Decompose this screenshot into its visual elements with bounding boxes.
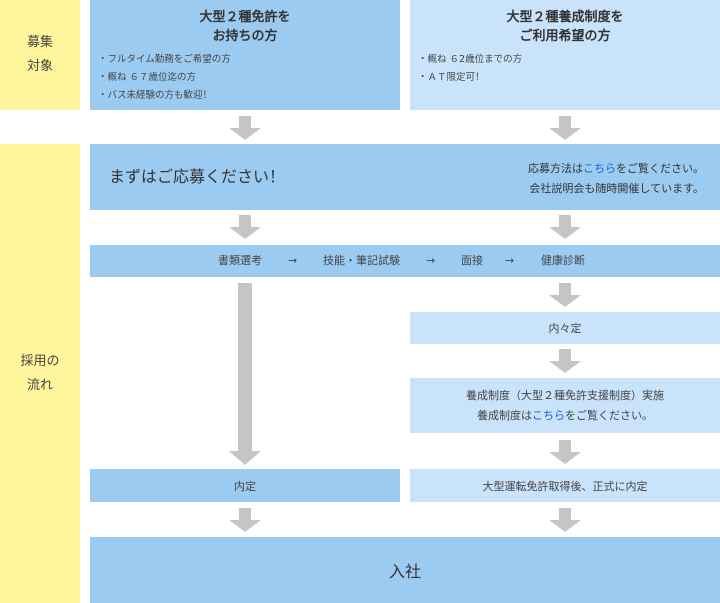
step-separator-arrow: → bbox=[288, 254, 298, 267]
official-offer-box: 大型運転免許取得後、正式に内定 bbox=[410, 469, 720, 502]
step-health-check: 健康診断 bbox=[541, 254, 585, 267]
training-line1: 養成制度（大型２種免許支援制度）実施 bbox=[466, 388, 664, 402]
down-arrow-icon bbox=[549, 349, 581, 373]
step-separator-arrow: → bbox=[505, 254, 515, 267]
list-item: ・バス未経験の方も歓迎！ bbox=[98, 90, 213, 101]
list-item: ・フルタイム勤務をご希望の方 bbox=[98, 54, 231, 65]
target-left-bullets: ・フルタイム勤務をご希望の方 ・概ね ６７歳位迄の方 ・バス未経験の方も歓迎！ bbox=[98, 51, 392, 105]
down-arrow-icon bbox=[549, 116, 581, 140]
apply-method: 応募方法はこちらをご覧ください。 会社説明会も随時開催しています。 bbox=[528, 162, 704, 195]
step-skill-written-test: 技能・筆記試験 bbox=[323, 254, 400, 267]
step-interview: 面接 bbox=[461, 254, 483, 267]
down-arrow-icon bbox=[549, 440, 581, 464]
long-down-arrow-icon bbox=[229, 283, 261, 465]
join-company-box: 入社 bbox=[90, 537, 720, 603]
down-arrow-icon bbox=[229, 116, 261, 140]
hiring-flow-label: 採用の流れ bbox=[0, 144, 80, 603]
target-license-holders: 大型２種免許をお持ちの方 ・フルタイム勤務をご希望の方 ・概ね ６７歳位迄の方 … bbox=[90, 0, 400, 110]
target-left-title: 大型２種免許をお持ちの方 bbox=[199, 10, 291, 44]
target-training-users: 大型２種養成制度をご利用希望の方 ・概ね ６2歳位までの方 ・ＡＴ限定可！ bbox=[410, 0, 720, 110]
apply-heading: まずはご応募ください！ bbox=[109, 167, 286, 186]
down-arrow-icon bbox=[549, 508, 581, 532]
down-arrow-icon bbox=[549, 283, 581, 307]
tentative-offer-box: 内々定 bbox=[410, 312, 720, 344]
apply-briefing: 会社説明会も随時開催しています。 bbox=[529, 182, 704, 195]
training-program-box: 養成制度（大型２種免許支援制度）実施 養成制度はこちらをご覧ください。 bbox=[410, 378, 720, 433]
list-item: ・概ね ６７歳位迄の方 bbox=[98, 72, 197, 83]
down-arrow-icon bbox=[229, 215, 261, 239]
apply-method-link[interactable]: こちら bbox=[583, 162, 616, 175]
training-link[interactable]: こちら bbox=[532, 408, 565, 422]
list-item: ・ＡＴ限定可！ bbox=[418, 72, 485, 83]
target-right-bullets: ・概ね ６2歳位までの方 ・ＡＴ限定可！ bbox=[418, 51, 712, 87]
recruit-target-label: 募集対象 bbox=[0, 0, 80, 110]
step-document-screening: 書類選考 bbox=[218, 254, 262, 267]
offer-box: 内定 bbox=[90, 469, 400, 502]
apply-box: まずはご応募ください！ 応募方法はこちらをご覧ください。 会社説明会も随時開催し… bbox=[90, 144, 720, 210]
down-arrow-icon bbox=[549, 215, 581, 239]
target-right-title: 大型２種養成制度をご利用希望の方 bbox=[506, 10, 624, 44]
down-arrow-icon bbox=[229, 508, 261, 532]
selection-steps-bar: 書類選考 → 技能・筆記試験 → 面接 → 健康診断 bbox=[90, 245, 720, 277]
step-separator-arrow: → bbox=[426, 254, 436, 267]
list-item: ・概ね ６2歳位までの方 bbox=[418, 54, 523, 65]
